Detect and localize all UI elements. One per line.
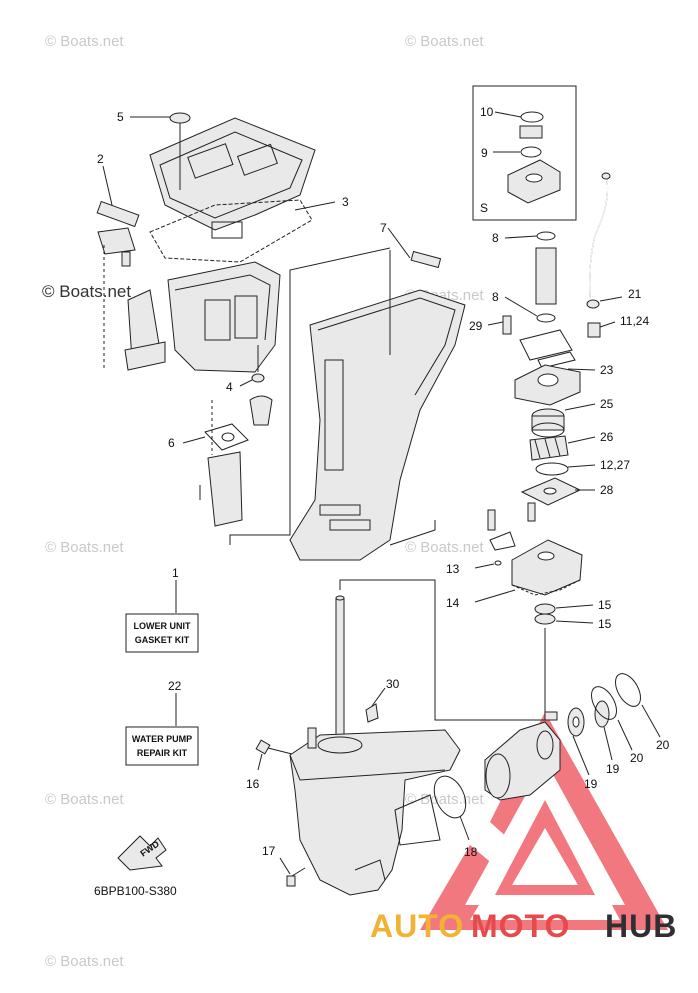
grommet-21: 21 11,24	[586, 287, 649, 338]
callout-13: 13	[446, 562, 460, 576]
callout-19b: 19	[606, 762, 620, 776]
callout-6: 6	[168, 436, 175, 450]
kit-pump-line2: REPAIR KIT	[137, 748, 188, 758]
inset-tag: S	[480, 201, 488, 215]
lower-pump-base: 13 14	[446, 502, 583, 610]
callout-25: 25	[600, 397, 614, 411]
oring-18: 18	[433, 775, 478, 859]
kit-pump-line1: WATER PUMP	[132, 734, 192, 744]
kit-gasket-line2: GASKET KIT	[135, 635, 190, 645]
callout-11: 11,24	[620, 314, 649, 328]
watermark: © Boats.net	[405, 33, 484, 50]
callout-30: 30	[386, 677, 400, 691]
callout-8a: 8	[492, 231, 499, 245]
pump-housing-23: 23	[514, 363, 614, 406]
watermark-dark: © Boats.net	[42, 282, 131, 301]
callout-3: 3	[342, 195, 349, 209]
bolt-16: 16	[246, 739, 293, 791]
watermark: © Boats.net	[45, 539, 124, 556]
brand-moto: MOTO	[471, 908, 570, 944]
callout-26: 26	[600, 430, 614, 444]
kit-pump: 22 WATER PUMP REPAIR KIT	[125, 679, 199, 766]
callout-12: 12,27	[600, 458, 630, 472]
callout-17: 17	[262, 844, 276, 858]
plate-2: 2	[96, 152, 166, 371]
gearcase	[289, 727, 461, 896]
bolt-17: 17	[262, 844, 306, 887]
water-tube-8: 8 8	[492, 231, 557, 323]
watermark: © Boats.net	[45, 791, 124, 808]
inset-box: 10 9 S	[472, 85, 577, 221]
callout-16: 16	[246, 777, 260, 791]
water-tube	[589, 172, 611, 301]
callout-4: 4	[226, 380, 233, 394]
callout-29: 29	[469, 319, 483, 333]
bolt-29: 29	[469, 315, 576, 369]
watermark: © Boats.net	[405, 791, 484, 808]
kit-gasket-line1: LOWER UNIT	[134, 621, 191, 631]
callout-10: 10	[480, 105, 494, 119]
gasket-6: 6	[168, 247, 391, 545]
callout-14: 14	[446, 596, 460, 610]
callout-21: 21	[628, 287, 642, 301]
callout-9: 9	[481, 146, 488, 160]
diagram-code: 6BPB100-S380	[94, 884, 177, 898]
watermark: © Boats.net	[45, 33, 124, 50]
part-30: 30	[365, 677, 400, 723]
kit-gasket: 1 LOWER UNIT GASKET KIT	[125, 566, 199, 653]
callout-23: 23	[600, 363, 614, 377]
insert-25: 25	[531, 397, 614, 438]
upper-casing: 5	[117, 110, 316, 231]
callout-15b: 15	[598, 617, 612, 631]
brand-triangle	[420, 712, 668, 930]
watermark: © Boats.net	[45, 953, 124, 970]
orings-20: 20 20	[591, 673, 670, 765]
callout-20a: 20	[630, 751, 644, 765]
callout-18: 18	[464, 845, 478, 859]
brand-logo: AUTO MOTO HUB	[370, 908, 677, 944]
callout-1: 1	[172, 566, 179, 580]
drive-shaft	[335, 595, 345, 749]
washers-19: 19 19	[567, 700, 620, 791]
fwd-arrow-icon: FWD	[117, 835, 167, 871]
callout-15a: 15	[598, 598, 612, 612]
exhaust-guide	[167, 261, 281, 373]
callout-20b: 20	[656, 738, 670, 752]
drive-shaft-housing: 7	[289, 221, 466, 561]
callout-8b: 8	[492, 290, 499, 304]
watermark: © Boats.net	[405, 539, 484, 556]
callout-22: 22	[168, 679, 182, 693]
callout-19a: 19	[584, 777, 598, 791]
impeller-26: 26	[529, 430, 614, 461]
prop-shaft-housing	[484, 711, 561, 801]
oring-12: 12,27	[535, 458, 630, 476]
brand-auto: AUTO	[370, 908, 464, 944]
callout-5: 5	[117, 110, 124, 124]
plate-28: 28	[520, 477, 614, 506]
seals-15: 15 15	[339, 579, 612, 721]
callout-2: 2	[97, 152, 104, 166]
gasket-3: 3	[149, 195, 349, 263]
callout-28: 28	[600, 483, 614, 497]
callout-7: 7	[380, 221, 387, 235]
brand-hub: HUB	[605, 908, 677, 944]
seal-4: 4	[226, 373, 273, 426]
